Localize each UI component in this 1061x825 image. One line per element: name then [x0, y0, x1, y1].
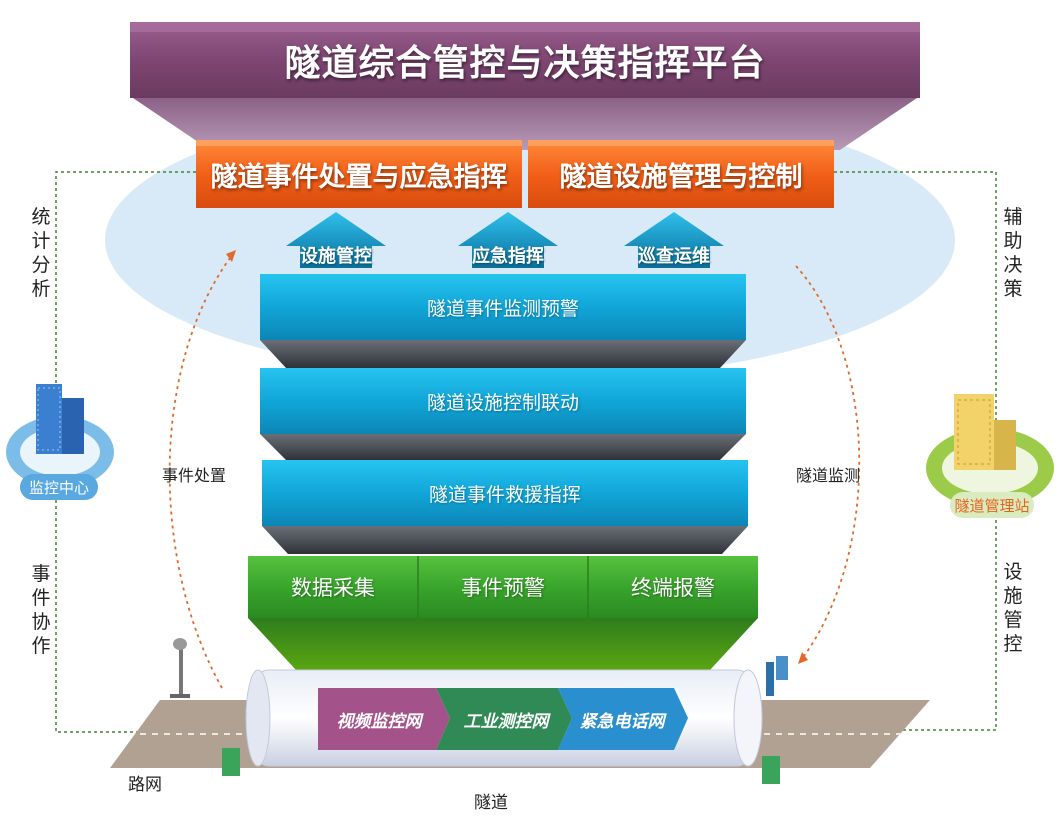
curve-label-tunnel-monitoring: 隧道监测: [796, 466, 861, 485]
cell-data-collection[interactable]: 数据采集: [291, 576, 375, 600]
right-label-decision-support: 辅助决策: [1003, 206, 1023, 300]
cell-terminal-alarm[interactable]: 终端报警: [631, 576, 715, 600]
tunnel-label: 隧道: [474, 793, 508, 813]
layer-rescue-command[interactable]: 隧道事件救援指挥: [428, 483, 581, 506]
cell-event-warning[interactable]: 事件预警: [461, 576, 545, 600]
event-command-box[interactable]: 隧道事件处置与应急指挥: [210, 161, 508, 193]
layer-event-monitoring[interactable]: 隧道事件监测预警: [426, 297, 579, 320]
network-industrial-control[interactable]: 工业测控网: [463, 711, 549, 732]
left-label-statistics: 统计分析: [31, 206, 51, 300]
arrow-label-patrol-maintenance: 巡查运维: [638, 246, 710, 267]
arrow-label-emergency-command: 应急指挥: [472, 246, 544, 267]
arrow-label-facility-control: 设施管控: [300, 246, 372, 267]
layer-facility-linkage[interactable]: 隧道设施控制联动: [426, 391, 579, 414]
platform-title: 隧道综合管控与决策指挥平台: [284, 43, 766, 84]
network-video-monitoring[interactable]: 视频监控网: [336, 711, 422, 732]
network-emergency-phone[interactable]: 紧急电话网: [579, 711, 665, 732]
road-network-label: 路网: [128, 775, 162, 795]
right-label-facility-control: 设施管控: [1003, 561, 1023, 655]
facility-control-box[interactable]: 隧道设施管理与控制: [559, 161, 803, 193]
left-label-event-collaboration: 事件协作: [31, 563, 51, 657]
management-station-label: 隧道管理站: [950, 492, 1034, 518]
monitoring-center-label: 监控中心: [20, 474, 98, 500]
curve-label-event-handling: 事件处置: [162, 466, 227, 485]
